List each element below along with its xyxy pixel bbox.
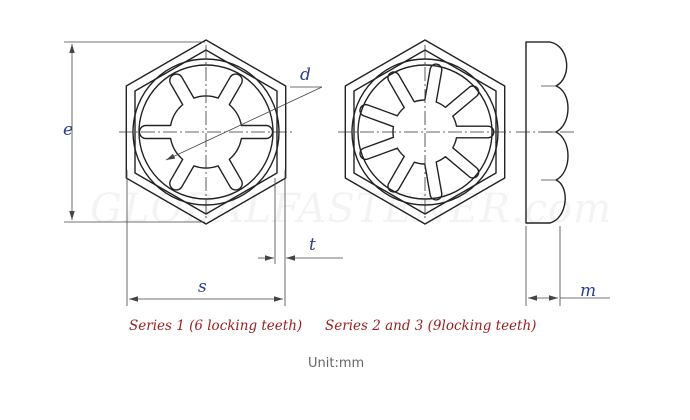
series23-nut-front-view — [338, 39, 512, 225]
dimension-e — [64, 41, 205, 223]
label-m: m — [580, 281, 596, 301]
label-d: d — [300, 65, 311, 85]
unit-label: Unit:mm — [308, 356, 364, 371]
label-t: t — [309, 235, 316, 255]
hex-inner — [353, 49, 497, 215]
caption-series1: Series 1 (6 locking teeth) — [129, 318, 302, 334]
locking-teeth-bore — [138, 73, 274, 191]
locking-teeth-bore — [359, 63, 495, 201]
series1-nut-front-view — [119, 39, 293, 225]
hex-outer — [125, 39, 287, 225]
dimension-t — [258, 178, 343, 264]
dimension-d — [165, 86, 323, 161]
hex-outer — [344, 39, 506, 225]
hex-inner — [134, 49, 278, 215]
watermark-text: GLOBALFASTENER.com — [90, 186, 612, 232]
dimension-m — [525, 226, 610, 306]
label-e: e — [63, 120, 73, 140]
label-s: s — [198, 277, 207, 297]
nut-side-view — [516, 41, 574, 224]
dimension-s — [126, 170, 286, 306]
caption-series23: Series 2 and 3 (9locking teeth) — [325, 318, 536, 334]
